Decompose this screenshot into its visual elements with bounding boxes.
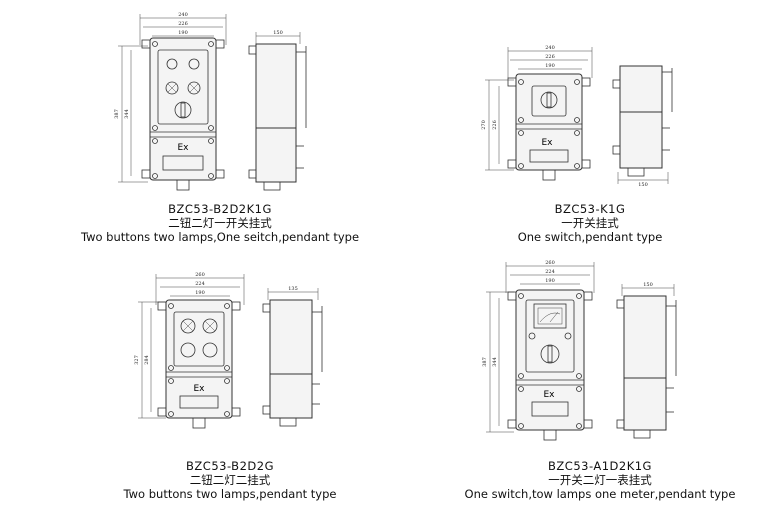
english-label: Two buttons two lamps,pendant type: [123, 487, 337, 501]
diagram-bzc53-a1d2k1g: 260 224 190 387 344 Ex 150: [482, 260, 677, 441]
dim-width-outer: 260: [545, 260, 555, 266]
english-label: One switch,tow lamps one meter,pendant t…: [464, 487, 736, 501]
dim-height-outer: 387: [114, 109, 120, 119]
dim-height-outer: 387: [482, 357, 488, 367]
dim-side-depth: 150: [273, 30, 283, 36]
diagram-bzc53-b2d2k1g: 240 226 190 387 344 Ex: [114, 12, 307, 191]
dim-width-mid: 224: [545, 269, 555, 275]
dim-width-mid: 226: [545, 54, 555, 60]
dim-width-mid: 224: [195, 281, 205, 287]
dim-side-depth: 150: [638, 182, 648, 188]
dim-height-outer: 327: [134, 355, 140, 365]
chinese-label: 一开关挂式: [561, 216, 619, 230]
dim-width-inner: 190: [178, 30, 188, 36]
ex-label: Ex: [193, 384, 205, 394]
dim-height-inner: 284: [144, 355, 150, 365]
caption-bzc53-k1g: BZC53-K1G 一开关挂式 One switch,pendant type: [440, 202, 740, 244]
ex-label: Ex: [543, 390, 555, 400]
dim-width-inner: 190: [545, 63, 555, 69]
dim-side-depth: 150: [643, 282, 653, 288]
model-label: BZC53-K1G: [554, 202, 626, 216]
caption-bzc53-a1d2k1g: BZC53-A1D2K1G 一开关二灯一表挂式 One switch,tow l…: [440, 459, 760, 501]
dim-height-inner: 344: [124, 109, 130, 119]
dim-width-outer: 240: [545, 45, 555, 51]
caption-bzc53-b2d2g: BZC53-B2D2G 二钮二灯二挂式 Two buttons two lamp…: [80, 459, 380, 501]
dim-height-outer: 270: [481, 120, 487, 130]
chinese-label: 二钮二灯一开关挂式: [168, 216, 272, 230]
ex-label: Ex: [177, 143, 189, 153]
caption-bzc53-b2d2k1g: BZC53-B2D2K1G 二钮二灯一开关挂式 Two buttons two …: [60, 202, 380, 244]
diagram-bzc53-k1g: 240 226 190 270 226 Ex 150: [481, 45, 673, 188]
chinese-label: 二钮二灯二挂式: [189, 473, 271, 487]
english-label: Two buttons two lamps,One seitch,pendant…: [80, 230, 360, 244]
dim-width-mid: 226: [178, 21, 188, 27]
ex-label: Ex: [541, 138, 553, 148]
dim-height-inner: 226: [492, 120, 498, 130]
chinese-label: 一开关二灯一表挂式: [548, 473, 652, 487]
model-label: BZC53-A1D2K1G: [548, 459, 652, 473]
diagram-bzc53-b2d2g: 260 224 190 327 284 Ex 135: [134, 272, 323, 429]
dim-side-depth: 135: [288, 286, 298, 292]
model-label: BZC53-B2D2K1G: [168, 202, 272, 216]
dim-width-outer: 260: [195, 272, 205, 278]
dim-height-inner: 344: [492, 357, 498, 367]
dim-width-outer: 240: [178, 12, 188, 18]
dim-width-inner: 190: [195, 290, 205, 296]
dim-width-inner: 190: [545, 278, 555, 284]
model-label: BZC53-B2D2G: [186, 459, 274, 473]
english-label: One switch,pendant type: [517, 230, 663, 244]
